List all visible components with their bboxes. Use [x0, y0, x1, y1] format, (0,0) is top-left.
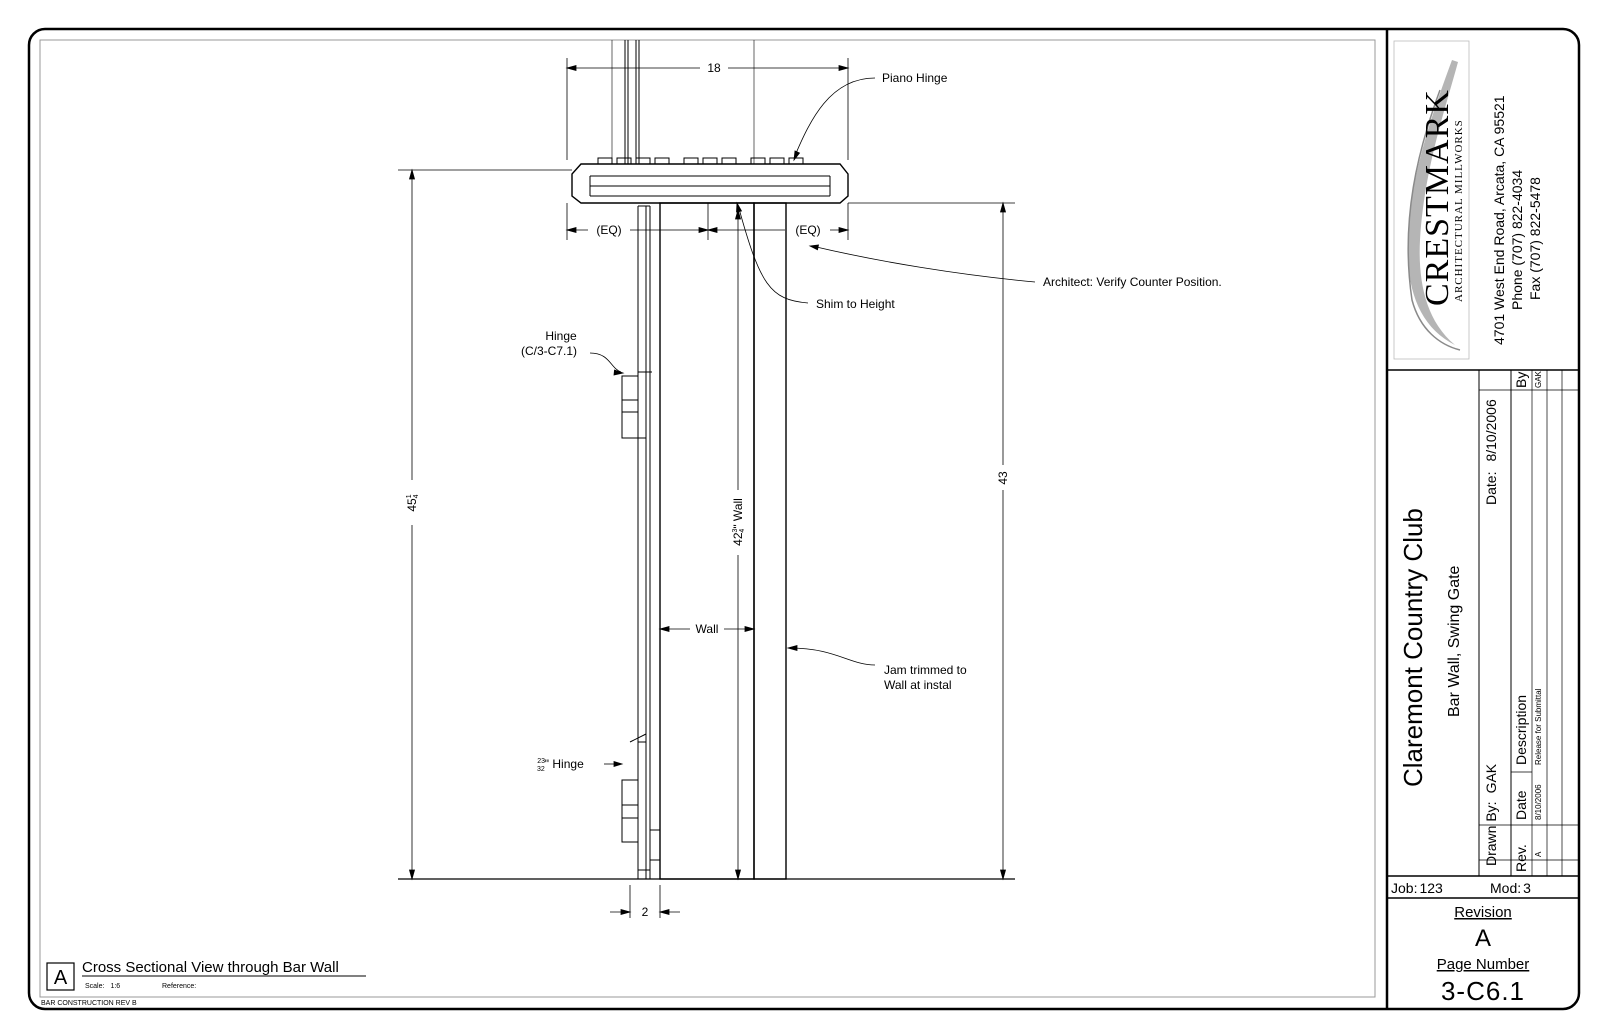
company-phone: Phone (707) 822-4034 [1509, 170, 1525, 310]
label-architect-note: Architect: Verify Counter Position. [1043, 275, 1222, 289]
rev-header: Rev. [1513, 844, 1529, 872]
svg-text:CRESTMARK: CRESTMARK [1419, 89, 1456, 306]
revision-value: A [1475, 925, 1491, 952]
leaders [589, 77, 1036, 666]
date-header: Date [1513, 790, 1529, 820]
label-hinge-ref: Hinge(C/3-C7.1) [521, 329, 577, 358]
project-subtitle: Bar Wall, Swing Gate [1446, 565, 1463, 717]
label-shim: Shim to Height [816, 297, 895, 311]
dim-eq-left: (EQ) [596, 223, 621, 237]
company-fax: Fax (707) 822-5478 [1527, 177, 1543, 300]
dim-right-height: 43 [996, 471, 1010, 485]
wall-jamb [753, 202, 787, 880]
rev-row-date: 8/10/2006 [1534, 784, 1543, 820]
label-piano-hinge: Piano Hinge [882, 71, 948, 85]
mod-number: Mod:3 [1490, 880, 1531, 896]
description-header: Description [1513, 695, 1529, 765]
dimensions [398, 58, 1015, 918]
page-number: 3-C6.1 [1441, 976, 1525, 1006]
dim-left-height: 4514 [405, 494, 420, 511]
drawing-date: Date:8/10/2006 [1483, 399, 1499, 505]
reference-label: Reference: [162, 983, 196, 990]
view-letter-box [46, 962, 75, 991]
hinge-upper [637, 371, 647, 439]
view-letter: A [54, 967, 68, 989]
dim-top-width: 18 [707, 61, 721, 75]
dim-wall-thickness: Wall [696, 622, 719, 636]
section-drawing [398, 40, 1015, 880]
revision-label: Revision [1454, 904, 1512, 921]
drawn-by: Drawn By:GAK [1483, 763, 1499, 866]
project-title: Claremont Country Club [1398, 508, 1428, 787]
by-header: By [1513, 372, 1529, 388]
view-title-text: Cross Sectional View through Bar Wall [82, 959, 339, 976]
dimension-labels: 18 (EQ) (EQ) 4514 43 4234" Wall Wall 2 [405, 61, 1010, 919]
dim-eq-right: (EQ) [795, 223, 820, 237]
hinge-lower [637, 741, 647, 871]
rev-row-by: GAK [1534, 370, 1543, 388]
scale-label: Scale:1:6 [85, 983, 120, 990]
drawing-area-border [39, 39, 1376, 998]
page-number-label: Page Number [1437, 956, 1530, 973]
annotations: Piano Hinge Architect: Verify Counter Po… [521, 71, 1222, 773]
company-logo: CRESTMARK ARCHITECTURAL MILLWORKS [1407, 60, 1465, 351]
piano-hinge-knuckles [597, 157, 804, 165]
rev-row-rev: A [1534, 851, 1543, 857]
job-number: Job:123 [1391, 880, 1443, 896]
logo-panel [1393, 40, 1470, 360]
dim-bottom-gap: 2 [642, 905, 649, 919]
title-block: CRESTMARK ARCHITECTURAL MILLWORKS 4701 W… [1387, 40, 1579, 1006]
dim-wall-height: 4234" Wall [731, 498, 746, 546]
rev-row-description: Release for Submittal [1534, 688, 1543, 765]
view-title: A Cross Sectional View through Bar Wall … [46, 959, 366, 991]
footer-note: BAR CONSTRUCTION REV B [41, 1000, 137, 1007]
svg-text:ARCHITECTURAL MILLWORKS: ARCHITECTURAL MILLWORKS [1453, 119, 1465, 302]
sheet-outer-border [27, 27, 1581, 1011]
company-address: 4701 West End Road, Arcata, CA 95521 [1491, 95, 1507, 345]
countertop [571, 163, 849, 204]
